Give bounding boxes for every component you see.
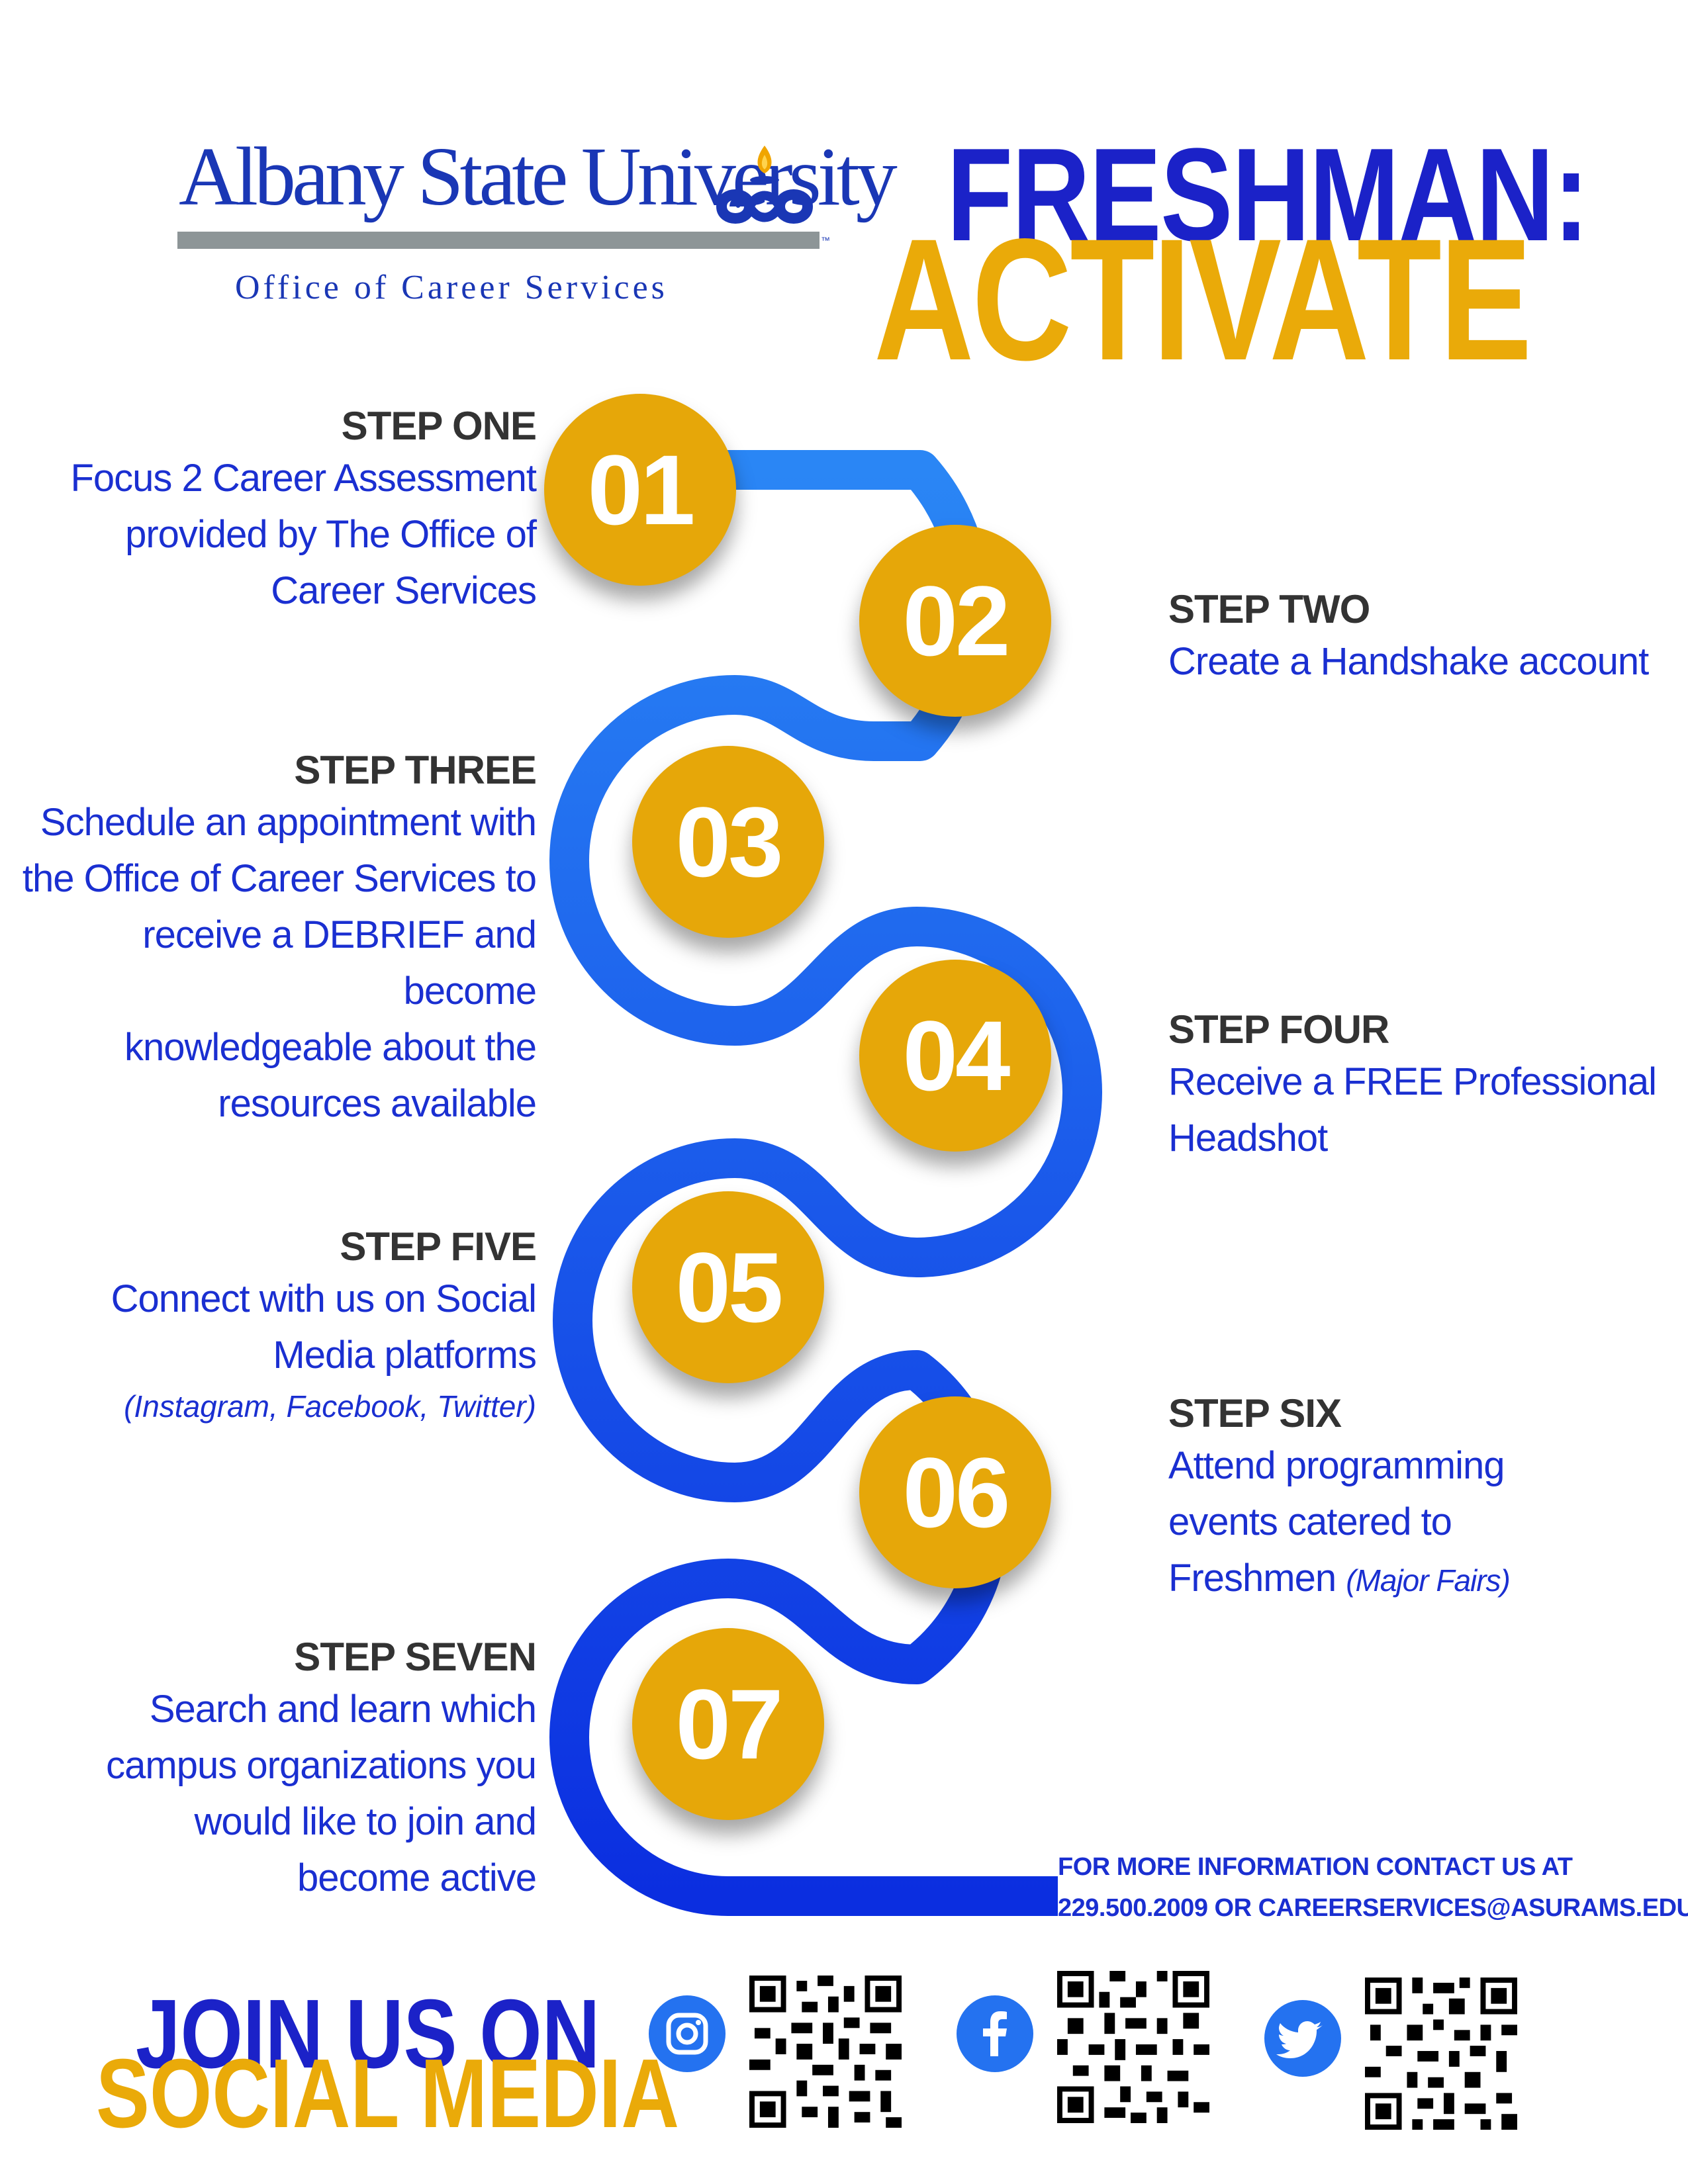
step-desc-line: become active xyxy=(297,1856,537,1899)
step-circle-01: 01 xyxy=(544,394,736,586)
social-heading-line1: JOIN US ON xyxy=(136,1979,600,2089)
step-number: 04 xyxy=(902,1000,1011,1111)
step-circle-07: 07 xyxy=(632,1628,824,1820)
step-desc-line: receive a DEBRIEF and become xyxy=(142,913,537,1013)
twitter-qr-code[interactable] xyxy=(1365,1978,1517,2130)
step-one-block: STEP ONE Focus 2 Career Assessment provi… xyxy=(7,402,537,619)
step-title: STEP ONE xyxy=(341,404,537,448)
step-desc-line: Attend programming xyxy=(1168,1444,1505,1487)
step-desc-line: Freshmen (Major Fairs) xyxy=(1168,1550,1688,1609)
step-desc-line: Focus 2 Career Assessment xyxy=(70,457,537,500)
step-number: 07 xyxy=(675,1668,784,1780)
step-note: (Major Fairs) xyxy=(1346,1563,1511,1598)
step-title: STEP SIX xyxy=(1168,1391,1342,1435)
step-desc-line: campus organizations you xyxy=(106,1744,537,1787)
instagram-qr-code[interactable] xyxy=(749,1976,902,2128)
step-circle-02: 02 xyxy=(859,525,1051,717)
step-title: STEP SEVEN xyxy=(294,1635,537,1679)
instagram-icon[interactable] xyxy=(649,1995,726,2072)
step-desc-line: resources available xyxy=(218,1082,537,1125)
trademark-mark: ™ xyxy=(821,235,830,246)
step-note: (Instagram, Facebook, Twitter) xyxy=(124,1389,536,1424)
step-desc-line: events catered to xyxy=(1168,1500,1452,1543)
step-desc-line: Create a Handshake account xyxy=(1168,640,1649,683)
step-desc-line: provided by The Office of xyxy=(125,513,537,556)
contact-details[interactable]: 229.500.2009 OR CAREERSERVICES@ASURAMS.E… xyxy=(1058,1894,1688,1922)
step-circle-04: 04 xyxy=(859,960,1051,1152)
facebook-icon[interactable] xyxy=(957,1995,1033,2072)
twitter-icon[interactable] xyxy=(1264,2000,1341,2077)
step-desc-line: knowledgeable about the xyxy=(124,1026,537,1069)
step-desc-text: Freshmen xyxy=(1168,1557,1336,1600)
step-four-block: STEP FOUR Receive a FREE Professional He… xyxy=(1168,1006,1688,1166)
logo-divider-bar xyxy=(177,232,820,249)
contact-line: FOR MORE INFORMATION CONTACT US AT xyxy=(1058,1853,1573,1881)
university-emblem-icon xyxy=(716,146,814,224)
step-title: STEP TWO xyxy=(1168,587,1370,631)
step-title: STEP FOUR xyxy=(1168,1007,1389,1052)
title-activate: ACTIVATE xyxy=(874,203,1532,396)
step-two-block: STEP TWO Create a Handshake account xyxy=(1168,586,1688,690)
step-circle-03: 03 xyxy=(632,746,824,938)
step-three-block: STEP THREE Schedule an appointment with … xyxy=(7,747,537,1132)
step-number: 02 xyxy=(902,565,1011,676)
step-six-block: STEP SIX Attend programming events cater… xyxy=(1168,1390,1688,1609)
step-number: 03 xyxy=(675,786,784,897)
social-heading-line2: SOCIAL MEDIA xyxy=(96,2039,680,2148)
step-desc-line: Search and learn which xyxy=(149,1688,537,1731)
step-circle-05: 05 xyxy=(632,1191,824,1383)
step-number: 05 xyxy=(675,1232,784,1343)
step-seven-block: STEP SEVEN Search and learn which campus… xyxy=(7,1633,537,1906)
step-number: 06 xyxy=(902,1437,1011,1548)
step-title: STEP THREE xyxy=(294,748,537,792)
step-number: 01 xyxy=(587,434,696,545)
step-title: STEP FIVE xyxy=(340,1224,537,1269)
step-desc-line: the Office of Career Services to xyxy=(22,857,537,900)
step-desc-line: Headshot xyxy=(1168,1116,1328,1160)
step-circle-06: 06 xyxy=(859,1396,1051,1588)
step-desc-line: Career Services xyxy=(271,569,537,612)
step-desc-line: Receive a FREE Professional xyxy=(1168,1060,1657,1103)
step-desc-line: Connect with us on Social xyxy=(111,1277,537,1320)
step-desc-line: Schedule an appointment with xyxy=(40,801,537,844)
step-desc-line: would like to join and xyxy=(194,1800,537,1843)
facebook-qr-code[interactable] xyxy=(1057,1971,1209,2123)
office-name: Office of Career Services xyxy=(235,269,668,306)
title-freshman: FRESHMAN: xyxy=(947,121,1589,269)
step-five-block: STEP FIVE Connect with us on Social Medi… xyxy=(7,1223,537,1430)
contact-info: FOR MORE INFORMATION CONTACT US AT 229.5… xyxy=(1058,1846,1688,1929)
step-desc-line: Media platforms xyxy=(273,1334,537,1377)
